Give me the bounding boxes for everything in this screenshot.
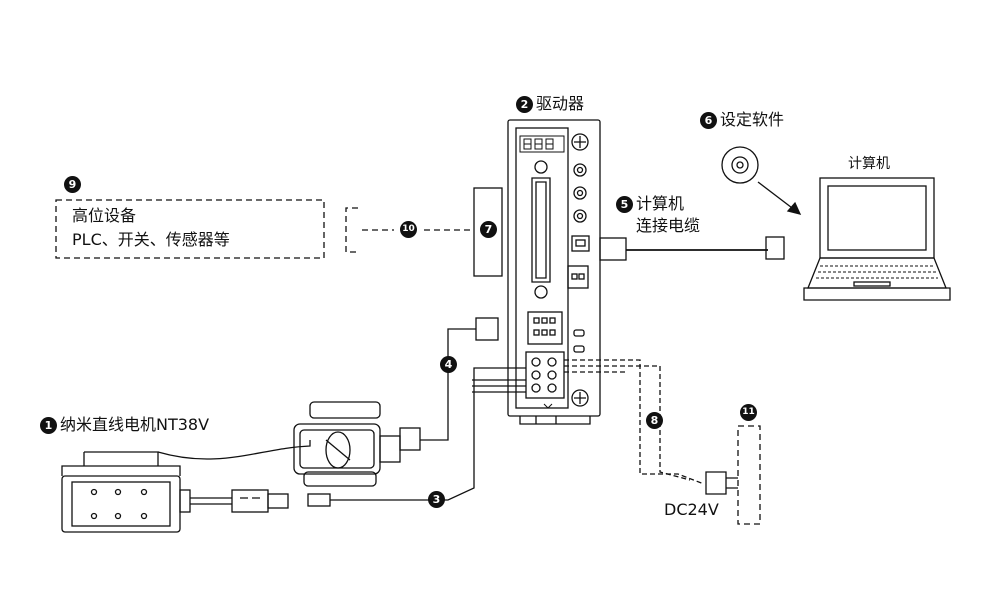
- encoder-connector-port: [527, 311, 563, 345]
- laptop: [803, 177, 951, 301]
- power-label: DC24V: [664, 500, 719, 519]
- badge-power-cable: 8: [646, 412, 663, 429]
- top-screw: [571, 133, 589, 151]
- dsub-connector: [293, 401, 401, 487]
- io-cable-end: [345, 207, 358, 253]
- motor-encoder-wire: [157, 440, 311, 460]
- io-connector: [473, 187, 503, 277]
- io-connector-port: [531, 160, 551, 299]
- power-supply: [737, 425, 761, 525]
- segment-display: [519, 135, 565, 153]
- driver-label: 驱动器: [536, 94, 585, 113]
- linear-motor: [61, 451, 191, 533]
- driver-button-2: [573, 186, 587, 200]
- driver-button-1: [573, 163, 587, 177]
- led-2: [573, 345, 585, 353]
- bottom-screw: [571, 389, 589, 407]
- motor-power-cable: [307, 367, 526, 507]
- computer-label: 计算机: [848, 156, 890, 172]
- terminal-wires: [472, 379, 526, 393]
- driver-button-3: [573, 209, 587, 223]
- usb-port: [571, 235, 590, 252]
- pc-cable: [599, 236, 785, 261]
- terminal-block: [525, 351, 565, 399]
- badge-cable3: 3: [428, 491, 445, 508]
- power-cable: [564, 359, 705, 485]
- software-label: 设定软件: [720, 110, 785, 129]
- badge-io-cable: 10: [400, 221, 417, 238]
- encoder-cable: [399, 317, 499, 451]
- led-1: [573, 329, 585, 337]
- host-label-2: PLC、开关、传感器等: [72, 230, 230, 249]
- small-connector: [567, 265, 589, 289]
- host-device-box: [55, 199, 325, 259]
- badge-software: 6: [700, 112, 717, 129]
- driver-unit: [507, 119, 601, 425]
- motor-connector: [231, 489, 289, 513]
- badge-driver: 2: [516, 96, 533, 113]
- badge-io-connector: 7: [480, 221, 497, 238]
- motor-wires: [190, 497, 232, 505]
- badge-motor: 1: [40, 417, 57, 434]
- badge-host: 9: [64, 176, 81, 193]
- host-label-1: 高位设备: [72, 206, 137, 225]
- badge-cable4: 4: [440, 356, 457, 373]
- pc-cable-label-1: 计算机: [636, 194, 685, 213]
- badge-pc-cable: 5: [616, 196, 633, 213]
- badge-power-supply: 11: [740, 404, 757, 421]
- pc-cable-label-2: 连接电缆: [636, 216, 701, 235]
- motor-label: 纳米直线电机NT38V: [60, 415, 210, 434]
- software-cd: [721, 146, 802, 215]
- power-plug: [705, 471, 738, 495]
